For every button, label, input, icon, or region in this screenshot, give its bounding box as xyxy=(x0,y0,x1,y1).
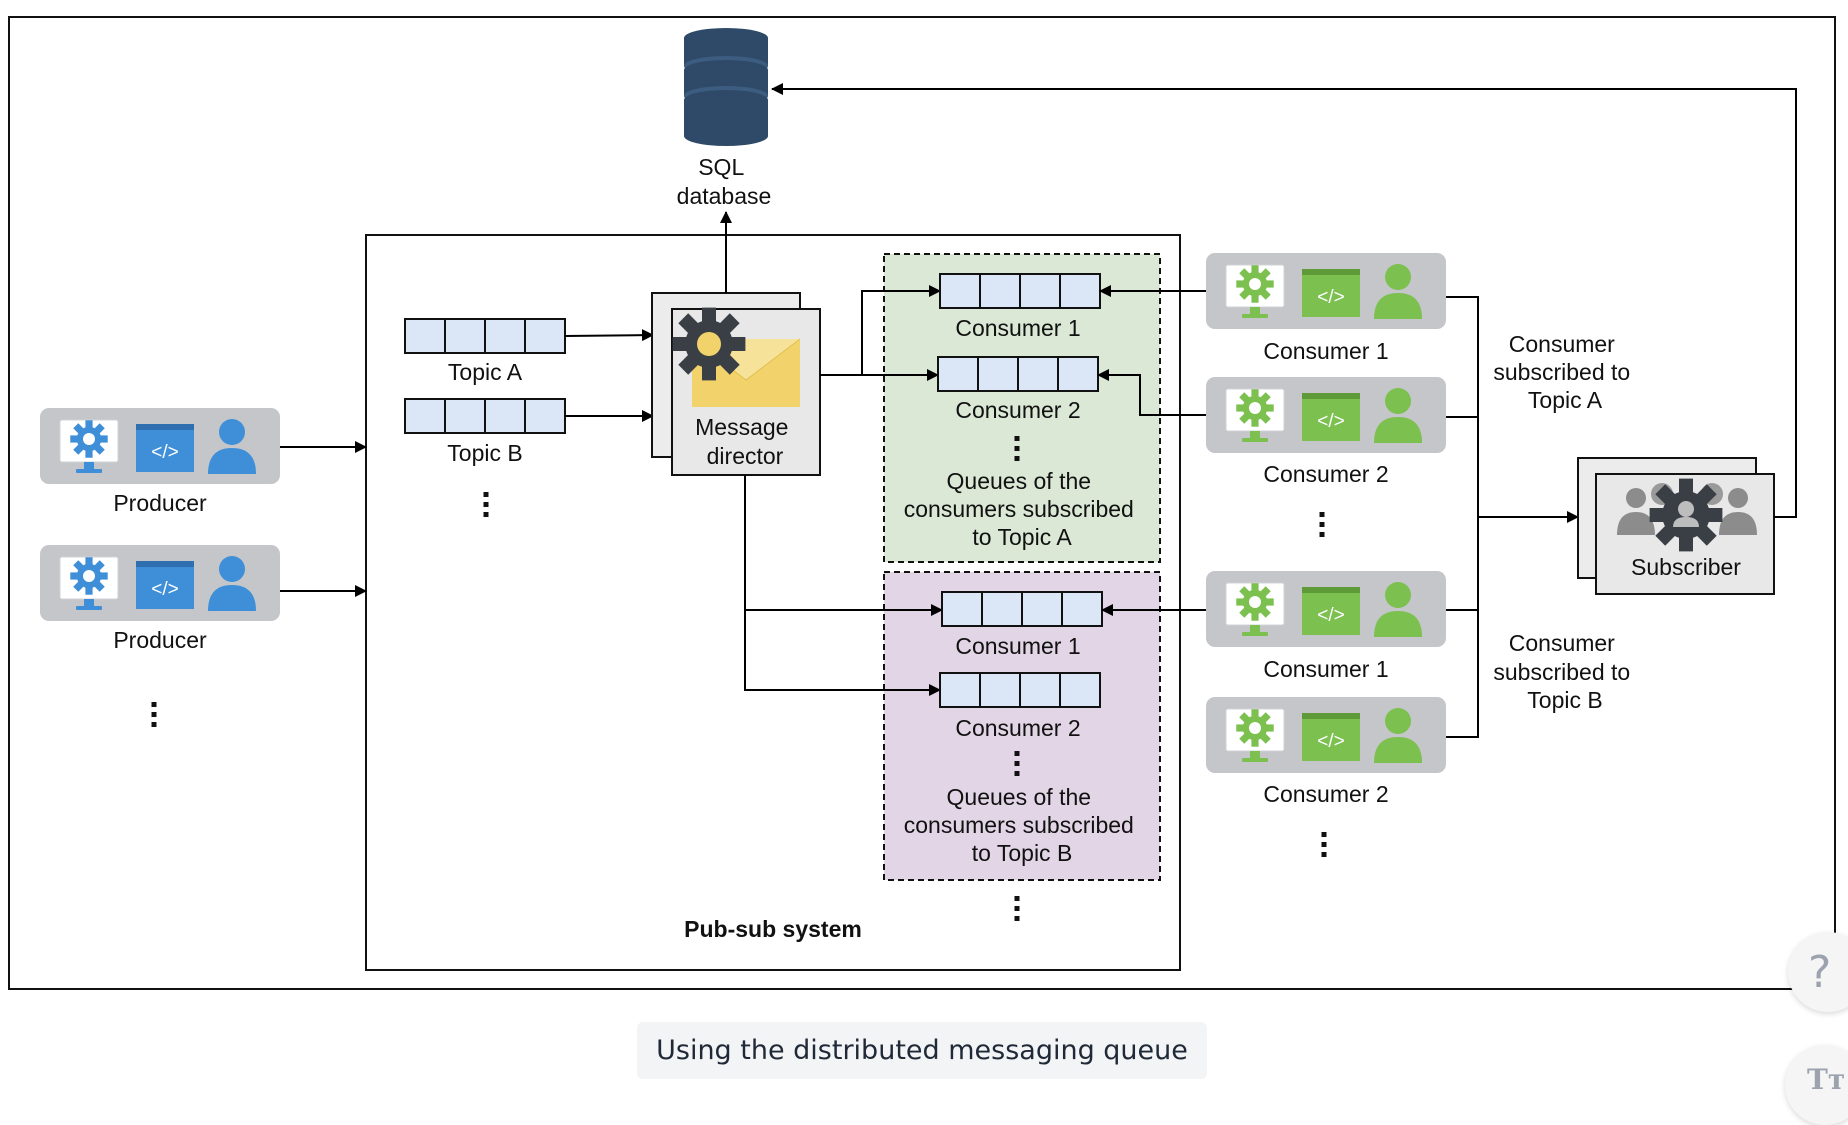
help-button[interactable]: ? xyxy=(1788,932,1848,1012)
producer-node xyxy=(40,545,280,621)
queue-a-consumer-1-label: Consumer 1 xyxy=(955,315,1080,341)
pub-sub-system-label: Pub-sub system xyxy=(684,916,862,942)
consumer-label: Consumer 2 xyxy=(1263,461,1388,487)
subscriber-node: Subscriber xyxy=(1577,457,1775,595)
topic-b-label: Topic B xyxy=(447,440,522,466)
producer-label: Producer xyxy=(113,490,207,516)
queue-a-more-dots xyxy=(1014,436,1020,461)
queue-a-caption: Queues of the consumers subscribed to To… xyxy=(904,468,1141,550)
database-icon xyxy=(684,28,768,146)
producer-node xyxy=(40,408,280,484)
consumer-node xyxy=(1206,377,1446,453)
queue-b-caption: Queues of the consumers subscribed to To… xyxy=(904,784,1141,866)
consumer-node xyxy=(1206,571,1446,647)
topic-a-label: Topic A xyxy=(448,359,523,385)
queue-b-consumer-1-label: Consumer 1 xyxy=(955,633,1080,659)
topic-a-arrow xyxy=(564,329,654,342)
producer-label: Producer xyxy=(113,627,207,653)
consumer-node xyxy=(1206,253,1446,329)
pub-sub-diagram: </> </> xyxy=(8,16,1836,990)
topic-more-dots xyxy=(483,492,489,517)
consumer-node xyxy=(1206,697,1446,773)
consumer-a-more-dots xyxy=(1319,512,1325,537)
database-label: SQL database xyxy=(677,154,772,209)
consumer-to-queue-arrow xyxy=(1097,369,1206,416)
queue-b-consumer-2-label: Consumer 2 xyxy=(955,715,1080,741)
outer-frame xyxy=(8,16,1836,990)
consumer-label: Consumer 2 xyxy=(1263,781,1388,807)
queue-group-more-dots xyxy=(1014,896,1020,921)
queue-a-consumer-2 xyxy=(937,356,1099,392)
producer-more-dots xyxy=(151,702,157,727)
subscription-a-label: Consumer subscribed to Topic A xyxy=(1493,331,1636,413)
queue-b-consumer-2 xyxy=(939,672,1101,708)
consumer-label: Consumer 1 xyxy=(1263,656,1388,682)
queue-a-consumer-1 xyxy=(939,273,1101,309)
consumer-bracket xyxy=(1446,296,1479,738)
diagram-caption: Using the distributed messaging queue xyxy=(637,1022,1207,1079)
queue-a-consumer-2-label: Consumer 2 xyxy=(955,397,1080,423)
subscriber-to-database-arrow xyxy=(771,83,1797,518)
topic-b-queue xyxy=(404,398,566,434)
message-director-label: Message director xyxy=(695,414,795,469)
subscription-b-label: Consumer subscribed to Topic B xyxy=(1493,630,1636,713)
queue-b-consumer-1 xyxy=(941,591,1103,627)
queue-b-more-dots xyxy=(1014,751,1020,776)
topic-a-queue xyxy=(404,318,566,354)
consumer-label: Consumer 1 xyxy=(1263,338,1388,364)
director-to-queue-b2-arrow xyxy=(744,610,941,696)
message-director: Message director xyxy=(651,292,821,476)
consumer-b-more-dots xyxy=(1321,832,1327,857)
subscriber-label: Subscriber xyxy=(1631,554,1741,580)
